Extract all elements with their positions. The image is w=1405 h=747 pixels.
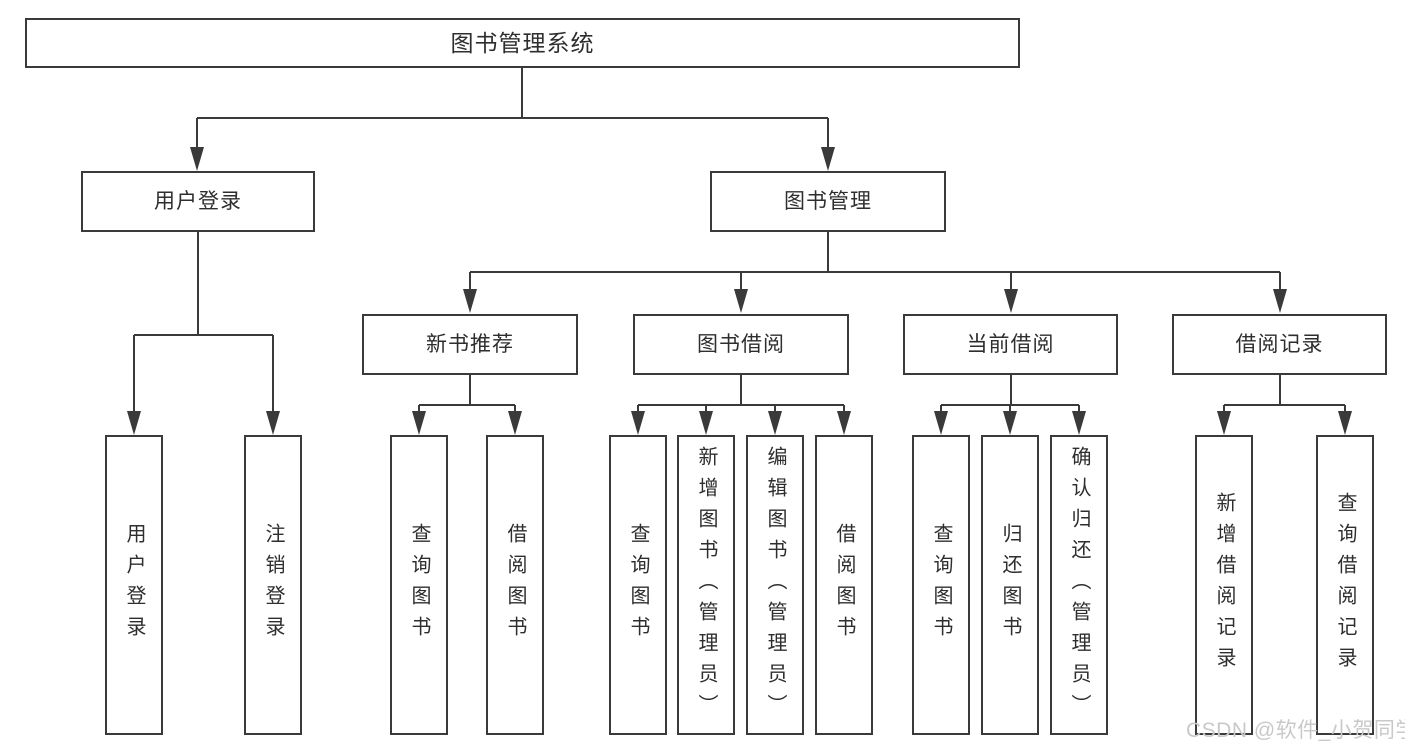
leaf-logout-login: 注销登录	[244, 435, 302, 735]
node-book-management: 图书管理	[710, 171, 946, 232]
leaf-confirm-return-admin: 确认归还（管理员）	[1050, 435, 1108, 735]
leaf-edit-books-admin: 编辑图书（管理员）	[746, 435, 804, 735]
leaf-user-login: 用户登录	[105, 435, 163, 735]
node-user-login: 用户登录	[81, 171, 315, 232]
leaf-add-borrow-record: 新增借阅记录	[1195, 435, 1253, 735]
node-library-system: 图书管理系统	[25, 18, 1020, 68]
leaf-query-books-borrow: 查询图书	[609, 435, 667, 735]
watermark: CSDN @软件_小贺同学	[1186, 719, 1405, 742]
leaf-borrow-books-recommend: 借阅图书	[486, 435, 544, 735]
node-new-book-recommend: 新书推荐	[362, 314, 578, 375]
node-book-borrow: 图书借阅	[633, 314, 849, 375]
arrowheads	[127, 147, 1352, 435]
leaf-query-borrow-record: 查询借阅记录	[1316, 435, 1374, 735]
node-current-borrow: 当前借阅	[903, 314, 1118, 375]
leaf-return-books: 归还图书	[981, 435, 1039, 735]
node-borrow-records: 借阅记录	[1172, 314, 1387, 375]
leaf-add-books-admin: 新增图书（管理员）	[677, 435, 735, 735]
leaf-query-books-recommend: 查询图书	[390, 435, 448, 735]
leaf-borrow-books: 借阅图书	[815, 435, 873, 735]
leaf-query-books-current: 查询图书	[912, 435, 970, 735]
